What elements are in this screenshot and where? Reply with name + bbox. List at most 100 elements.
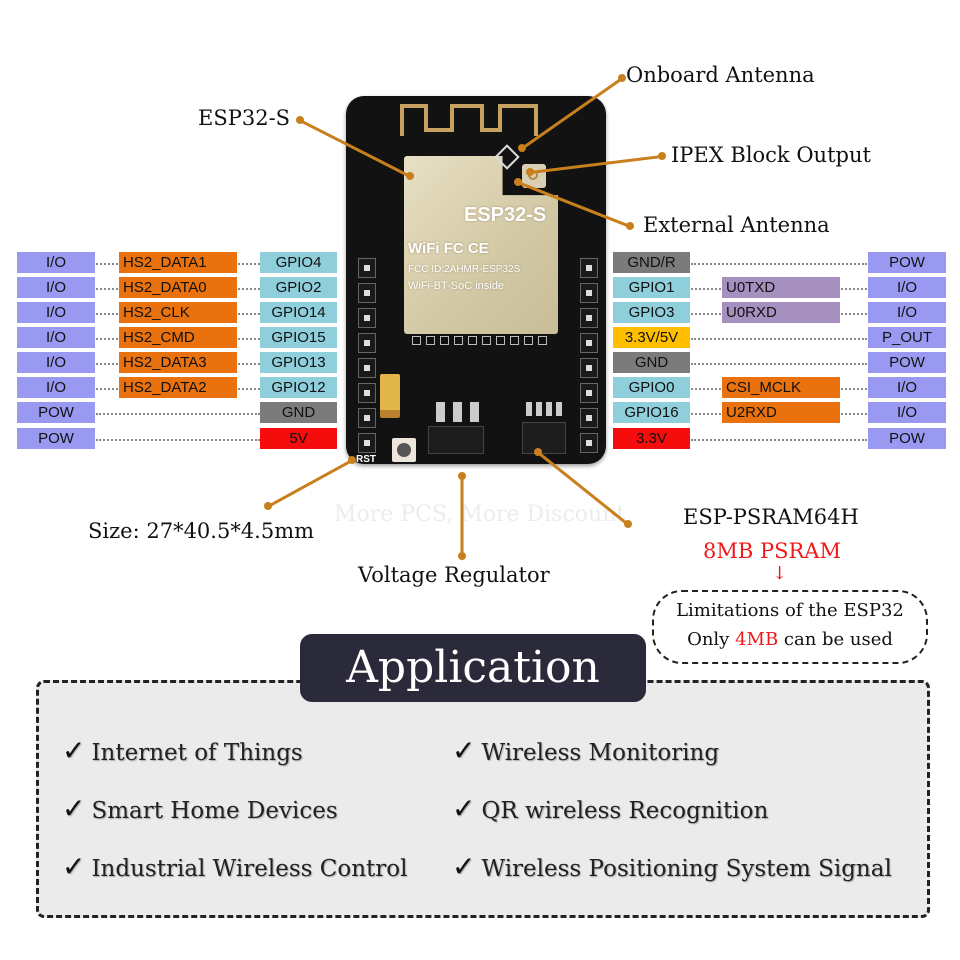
pin-connector-line bbox=[691, 388, 721, 390]
application-item: ✓Wireless Positioning System Signal bbox=[452, 850, 892, 883]
watermark: More PCS, More Discount bbox=[334, 502, 626, 527]
pin-connector-line bbox=[691, 338, 867, 340]
check-icon: ✓ bbox=[62, 850, 86, 883]
module-bottom-pads bbox=[412, 336, 552, 348]
application-item-label: QR wireless Recognition bbox=[481, 798, 769, 824]
pin-connector-line bbox=[841, 313, 867, 315]
pin-gpio-label: GPIO16 bbox=[613, 402, 690, 423]
pin-function-label: HS2_DATA3 bbox=[119, 352, 237, 373]
pin-gpio-label: GPIO2 bbox=[260, 277, 337, 298]
pin-function-label: HS2_CLK bbox=[119, 302, 237, 323]
pin-gpio-label: GPIO4 bbox=[260, 252, 337, 273]
pin-connector-line bbox=[841, 388, 867, 390]
pin-type-label: I/O bbox=[17, 252, 95, 273]
leader-endpoint bbox=[458, 472, 466, 480]
pin-connector-line bbox=[691, 413, 721, 415]
check-icon: ✓ bbox=[452, 850, 476, 883]
pin-type-label: I/O bbox=[868, 377, 946, 398]
pin-type-label: I/O bbox=[868, 402, 946, 423]
callout-external-antenna: External Antenna bbox=[643, 213, 830, 237]
pin-connector-line bbox=[96, 413, 260, 415]
pin-connector-line bbox=[96, 338, 118, 340]
pin-connector-line bbox=[96, 263, 118, 265]
module-label: ESP32-S bbox=[464, 204, 547, 226]
callout-ipex: IPEX Block Output bbox=[671, 143, 871, 167]
pin-type-label: POW bbox=[868, 252, 946, 273]
callout-onboard-antenna: Onboard Antenna bbox=[626, 63, 815, 87]
check-icon: ✓ bbox=[62, 792, 86, 825]
limitation-line-1: Limitations of the ESP32 bbox=[676, 600, 904, 621]
pin-function-label: HS2_DATA1 bbox=[119, 252, 237, 273]
left-header bbox=[356, 258, 378, 458]
leader-endpoint bbox=[526, 168, 534, 176]
pin-type-label: I/O bbox=[17, 352, 95, 373]
pin-connector-line bbox=[96, 388, 118, 390]
leader-size bbox=[267, 459, 353, 508]
check-icon: ✓ bbox=[452, 734, 476, 767]
reset-button[interactable] bbox=[392, 438, 416, 462]
pin-gpio-label: GPIO15 bbox=[260, 327, 337, 348]
pin-function-label: CSI_MCLK bbox=[722, 377, 840, 398]
pin-connector-line bbox=[238, 338, 260, 340]
leader-endpoint bbox=[626, 222, 634, 230]
application-item: ✓Industrial Wireless Control bbox=[62, 850, 407, 883]
right-header bbox=[578, 258, 600, 458]
pin-connector-line bbox=[96, 439, 260, 441]
pin-connector-line bbox=[96, 363, 118, 365]
check-icon: ✓ bbox=[62, 734, 86, 767]
leader-endpoint bbox=[458, 552, 466, 560]
pin-connector-line bbox=[691, 313, 721, 315]
pin-connector-line bbox=[238, 313, 260, 315]
pin-connector-line bbox=[238, 288, 260, 290]
pin-connector-line bbox=[691, 363, 867, 365]
limitation-line-2: Only 4MB can be used bbox=[654, 629, 926, 650]
leader-endpoint bbox=[618, 74, 626, 82]
pin-connector-line bbox=[96, 288, 118, 290]
pin-gpio-label: GPIO3 bbox=[613, 302, 690, 323]
leader-endpoint bbox=[658, 152, 666, 160]
leader-endpoint bbox=[264, 502, 272, 510]
module-soc-text: WiFi-BT-SoC inside bbox=[408, 280, 504, 292]
pin-connector-line bbox=[841, 413, 867, 415]
callout-psram-chip: ESP-PSRAM64H bbox=[683, 505, 859, 529]
pin-connector-line bbox=[238, 363, 260, 365]
pin-gpio-label: 3.3V bbox=[613, 428, 690, 449]
module-cert-text: WiFi FC CE bbox=[408, 240, 489, 257]
application-item: ✓QR wireless Recognition bbox=[452, 792, 768, 825]
callout-size: Size: 27*40.5*4.5mm bbox=[88, 519, 315, 543]
leader-endpoint bbox=[514, 178, 522, 186]
pin-gpio-label: GPIO12 bbox=[260, 377, 337, 398]
application-item-label: Industrial Wireless Control bbox=[91, 856, 408, 882]
application-item: ✓Internet of Things bbox=[62, 734, 303, 767]
pin-gpio-label: GND bbox=[613, 352, 690, 373]
pin-type-label: POW bbox=[17, 428, 95, 449]
psram-chip bbox=[522, 422, 566, 454]
application-item-label: Internet of Things bbox=[91, 740, 303, 766]
leader-endpoint bbox=[296, 116, 304, 124]
pin-function-label: U0TXD bbox=[722, 277, 840, 298]
pin-type-label: I/O bbox=[17, 327, 95, 348]
pin-type-label: I/O bbox=[17, 377, 95, 398]
callout-voltage-regulator: Voltage Regulator bbox=[358, 563, 550, 587]
pin-gpio-label: GPIO13 bbox=[260, 352, 337, 373]
leader-endpoint bbox=[624, 520, 632, 528]
callout-esp32s: ESP32-S bbox=[198, 106, 291, 130]
pin-gpio-label: GND bbox=[260, 402, 337, 423]
application-item: ✓Smart Home Devices bbox=[62, 792, 338, 825]
onboard-antenna-trace bbox=[400, 104, 538, 136]
leader-endpoint bbox=[518, 144, 526, 152]
pin-gpio-label: GND/R bbox=[613, 252, 690, 273]
leader-endpoint bbox=[348, 456, 356, 464]
pin-type-label: I/O bbox=[17, 302, 95, 323]
application-item: ✓Wireless Monitoring bbox=[452, 734, 719, 767]
psram-arrow-icon: ↓ bbox=[772, 563, 788, 584]
pin-type-label: I/O bbox=[868, 302, 946, 323]
pin-type-label: POW bbox=[17, 402, 95, 423]
pin-type-label: POW bbox=[868, 352, 946, 373]
limitation-line-2-suffix: can be used bbox=[778, 629, 893, 650]
pin-function-label: HS2_CMD bbox=[119, 327, 237, 348]
module-fcc-id: FCC ID:2AHMR-ESP32S bbox=[408, 264, 521, 275]
application-title: Application bbox=[300, 634, 646, 702]
pin-function-label: U2RXD bbox=[722, 402, 840, 423]
leader-voltage-regulator bbox=[460, 476, 464, 557]
